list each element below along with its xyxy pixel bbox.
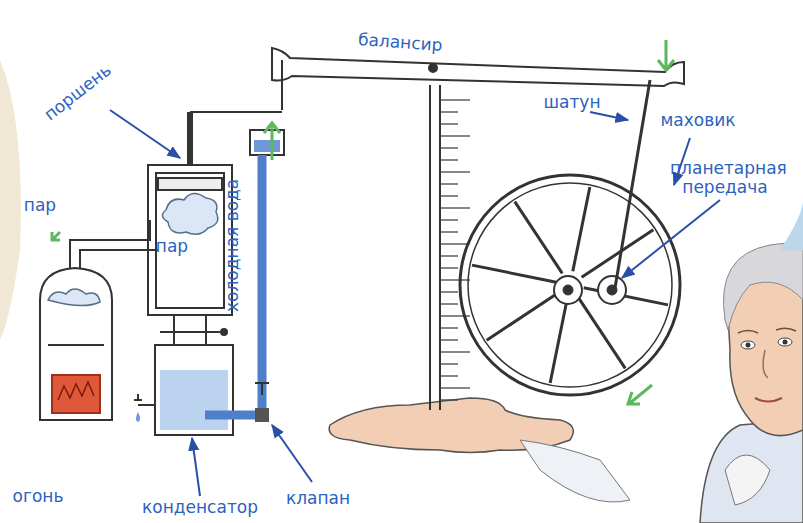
steam-label: пар (24, 196, 56, 215)
part-label: конденсатор (142, 498, 258, 517)
part-label: поршень (41, 60, 115, 124)
leader-line (110, 110, 720, 496)
boiler (40, 220, 158, 420)
steam-cloud (162, 193, 217, 234)
part-label: клапан (286, 489, 350, 508)
motion-arrow (52, 40, 674, 404)
part-label: огонь (13, 487, 64, 506)
cold-water-pipe (205, 130, 284, 422)
connecting-rod (615, 80, 650, 288)
water-drop (136, 412, 140, 422)
part-label: маховик (660, 111, 735, 130)
support-post (430, 85, 440, 410)
condenser (134, 345, 233, 435)
water-label: холодная вода (224, 178, 243, 311)
piston-rod (281, 60, 283, 110)
steam-label: пар (156, 237, 188, 256)
cylinder (148, 165, 232, 315)
flywheel (460, 175, 680, 395)
background-shape (0, 60, 21, 340)
part-label: шатун (543, 93, 600, 112)
inventor-portrait (700, 200, 803, 523)
part-label: планетарная передача (670, 159, 780, 196)
balance-beam (272, 48, 684, 86)
part-label: балансир (357, 30, 443, 55)
sleeve (520, 440, 630, 502)
